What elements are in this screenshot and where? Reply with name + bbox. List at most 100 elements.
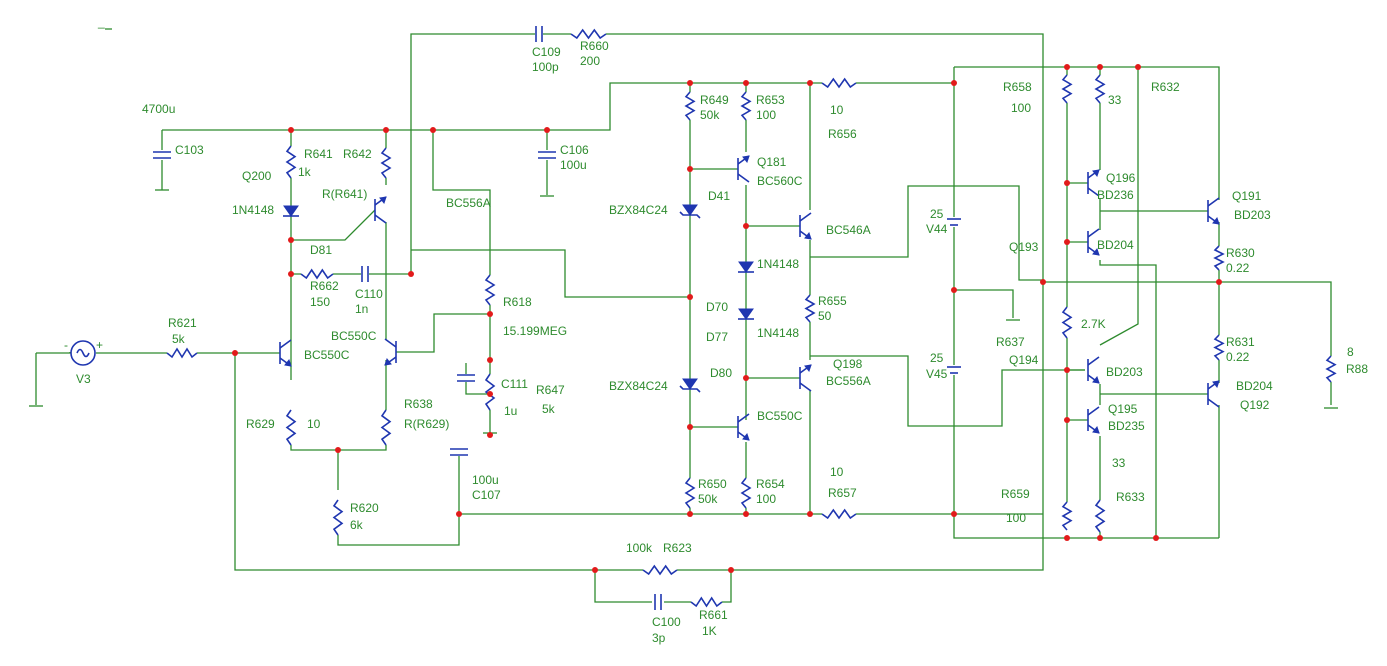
r623-label: R623	[663, 541, 692, 555]
node-dot	[232, 350, 238, 356]
c111-value: 1u	[504, 404, 517, 418]
r623-resistor	[642, 564, 678, 576]
node-dot	[1153, 535, 1159, 541]
wire	[36, 352, 71, 354]
node-dot	[743, 511, 749, 517]
r657-value: 10	[830, 465, 844, 479]
v45-value: 25	[930, 351, 944, 365]
r659-label: R659	[1001, 487, 1030, 501]
node-dot	[335, 447, 341, 453]
node-dot	[288, 271, 294, 277]
q200-transistor	[374, 196, 387, 224]
r662-resistor	[300, 268, 334, 280]
dash-mark: _	[97, 15, 105, 29]
v45-label: V45	[926, 367, 948, 381]
node-dot	[687, 294, 693, 300]
bd236-label: BD236	[1097, 188, 1134, 202]
c106-label: C106	[560, 143, 589, 157]
c103-label: C103	[175, 143, 204, 157]
r662-label: R662	[310, 279, 339, 293]
c103-value: 4700u	[142, 102, 175, 116]
r654-value: 100	[756, 492, 776, 506]
r629-value: 10	[307, 417, 321, 431]
wire	[1043, 281, 1332, 405]
node-dot	[687, 511, 693, 517]
r632-resistor	[1094, 74, 1106, 104]
q198-label: Q198	[833, 357, 863, 371]
r623-value: 100k	[626, 541, 653, 555]
node-dot	[1064, 367, 1070, 373]
q195-transistor	[1087, 406, 1100, 434]
r633-resistor	[1094, 499, 1106, 533]
r618-label: R618	[503, 295, 532, 309]
c111-label: C111	[501, 377, 528, 391]
bd204-a-label: BD204	[1097, 238, 1134, 252]
r630-value: 0.22	[1226, 261, 1250, 275]
r654-label: R654	[756, 477, 785, 491]
r649-resistor	[684, 91, 696, 121]
d80-zener	[679, 378, 701, 393]
c103-capacitor	[152, 151, 172, 159]
q192-label: Q192	[1240, 398, 1270, 412]
node-dot	[544, 127, 550, 133]
q196-label: Q196	[1106, 171, 1136, 185]
bd204-b-transistor	[1207, 380, 1220, 408]
text-labels: _ 4700u C103 C109 100p R660 200 R641 1k …	[76, 15, 1368, 645]
wire	[291, 209, 376, 241]
node-dot	[1064, 535, 1070, 541]
r637-label: R637	[996, 335, 1025, 349]
d70-label: D70	[706, 300, 728, 314]
v45-source	[946, 365, 962, 375]
r658-value: 100	[1011, 101, 1031, 115]
c111-capacitor	[456, 374, 476, 382]
node-dot	[1064, 180, 1070, 186]
zener-top-label: BZX84C24	[609, 203, 668, 217]
q191-label: Q191	[1232, 189, 1262, 203]
r621-label: R621	[168, 316, 197, 330]
q196-transistor	[1087, 169, 1100, 197]
r653-resistor	[740, 91, 752, 121]
r656-value: 10	[830, 103, 844, 117]
q181-part: BC560C	[757, 174, 803, 188]
bc556a-label: BC556A	[446, 196, 491, 210]
q194-label: Q194	[1009, 353, 1039, 367]
node-dot	[687, 424, 693, 430]
node-dot	[383, 127, 389, 133]
r649-label: R649	[700, 93, 729, 107]
c110-value: 1n	[355, 302, 368, 316]
r632-value: 33	[1108, 93, 1122, 107]
v44-value: 25	[930, 207, 944, 221]
node-dot	[430, 127, 436, 133]
bc546a-transistor	[799, 212, 812, 240]
r656-resistor	[821, 77, 857, 89]
r620-label: R620	[350, 501, 379, 515]
r631-value: 0.22	[1226, 350, 1250, 364]
d81-diode	[283, 205, 299, 217]
r642-value: R(R641)	[322, 187, 367, 201]
r638-resistor	[380, 409, 392, 446]
c107-label: C107	[472, 488, 501, 502]
bc556a-right-label: BC556A	[826, 374, 871, 388]
wire	[664, 570, 732, 603]
bc550c-middle-label: BC550C	[757, 409, 803, 423]
bd203-b-label: BD203	[1234, 208, 1271, 222]
r647-value: 5k	[542, 402, 556, 416]
node-dot	[743, 375, 749, 381]
node-dot	[1097, 535, 1103, 541]
node-dot	[728, 567, 734, 573]
r660-value: 200	[580, 54, 600, 68]
node-dot	[456, 511, 462, 517]
r632-label: R632	[1151, 80, 1180, 94]
r621-resistor	[166, 347, 198, 359]
r633-label: R633	[1116, 490, 1145, 504]
wires	[35, 28, 1332, 603]
c106-value: 100u	[560, 158, 587, 172]
r660-label: R660	[580, 39, 609, 53]
r661-value: 1K	[702, 624, 717, 638]
node-dot	[1064, 64, 1070, 70]
node-dot	[408, 271, 414, 277]
r653-label: R653	[756, 93, 785, 107]
wire	[290, 417, 387, 451]
zener-bottom-label: BZX84C24	[609, 379, 668, 393]
d81-part: 1N4148	[232, 203, 274, 217]
